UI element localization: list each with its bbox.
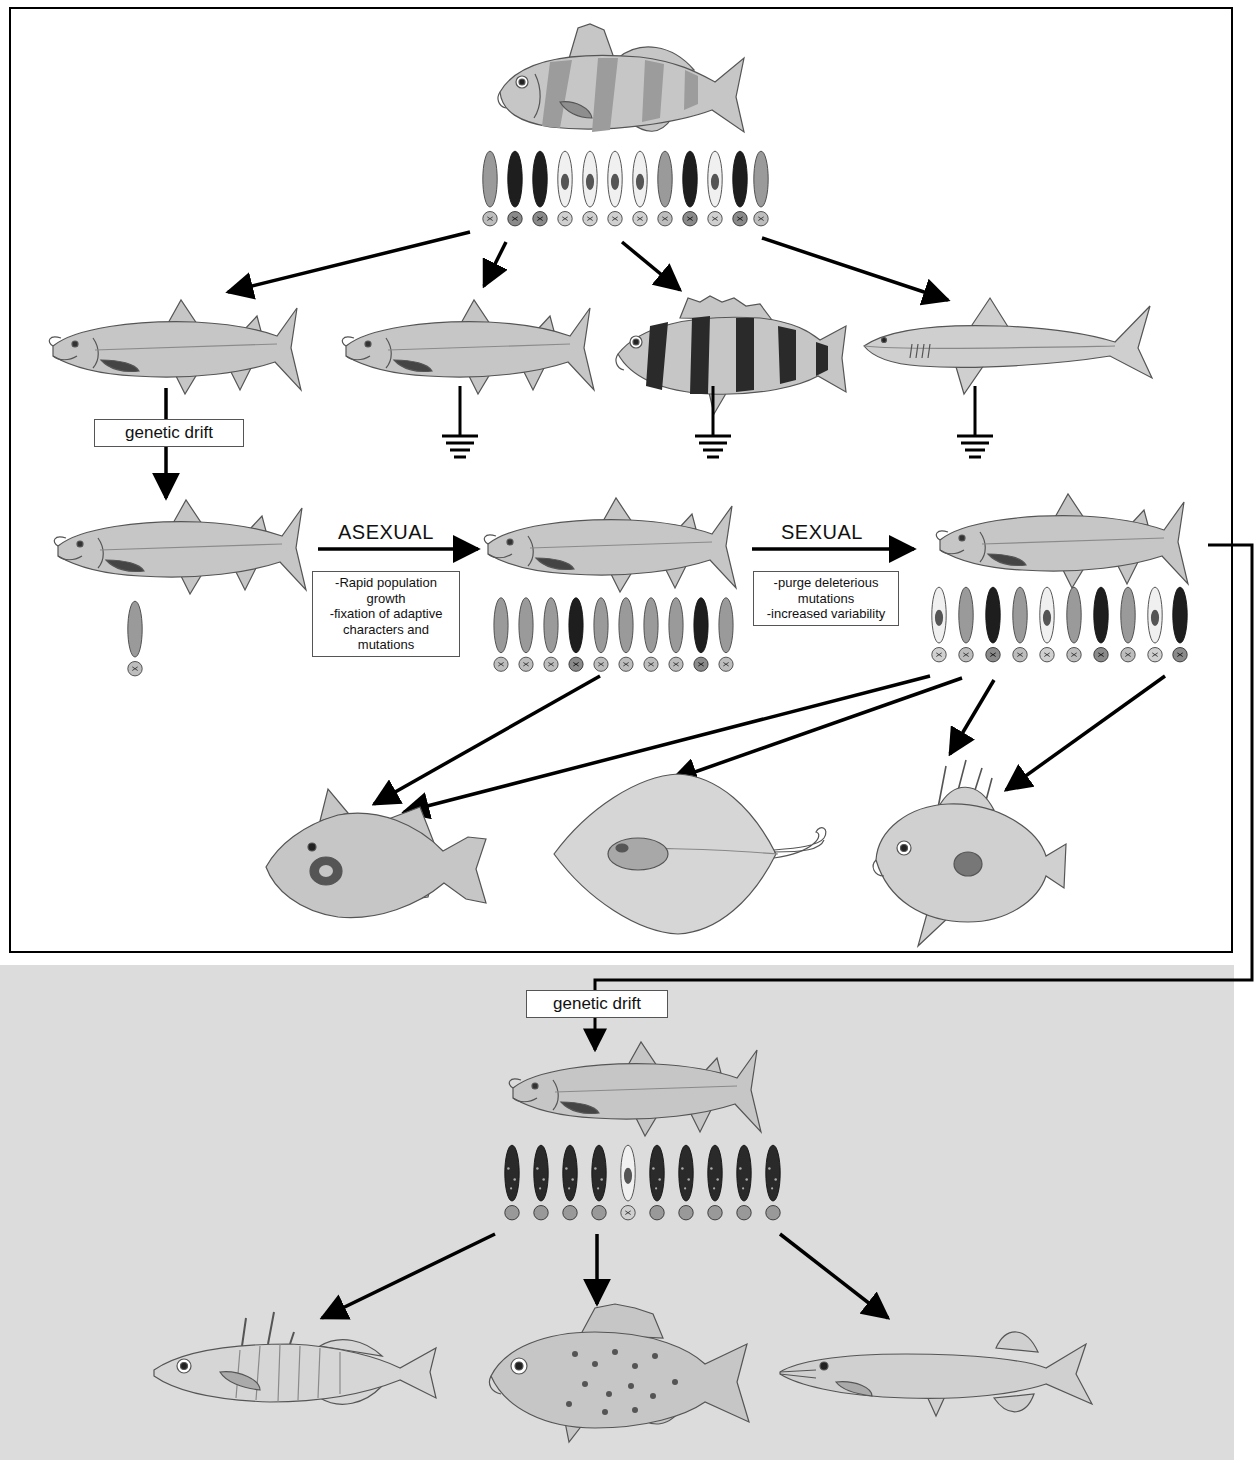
box-text: -Rapid population growth (319, 575, 453, 606)
note-box: -purge deleterious mutations-increased v… (753, 571, 899, 626)
note-box: genetic drift (526, 990, 668, 1018)
arrow-label: SEXUAL (781, 521, 863, 544)
note-box: genetic drift (94, 419, 244, 447)
note-box: -Rapid population growth-fixation of ada… (312, 571, 460, 657)
box-text: -fixation of adaptive characters and mut… (319, 606, 453, 653)
box-text: genetic drift (533, 994, 661, 1014)
box-text: -purge deleterious mutations (760, 575, 892, 606)
box-text: -increased variability (760, 606, 892, 622)
arrow-label: ASEXUAL (338, 521, 434, 544)
box-text: genetic drift (101, 423, 237, 443)
